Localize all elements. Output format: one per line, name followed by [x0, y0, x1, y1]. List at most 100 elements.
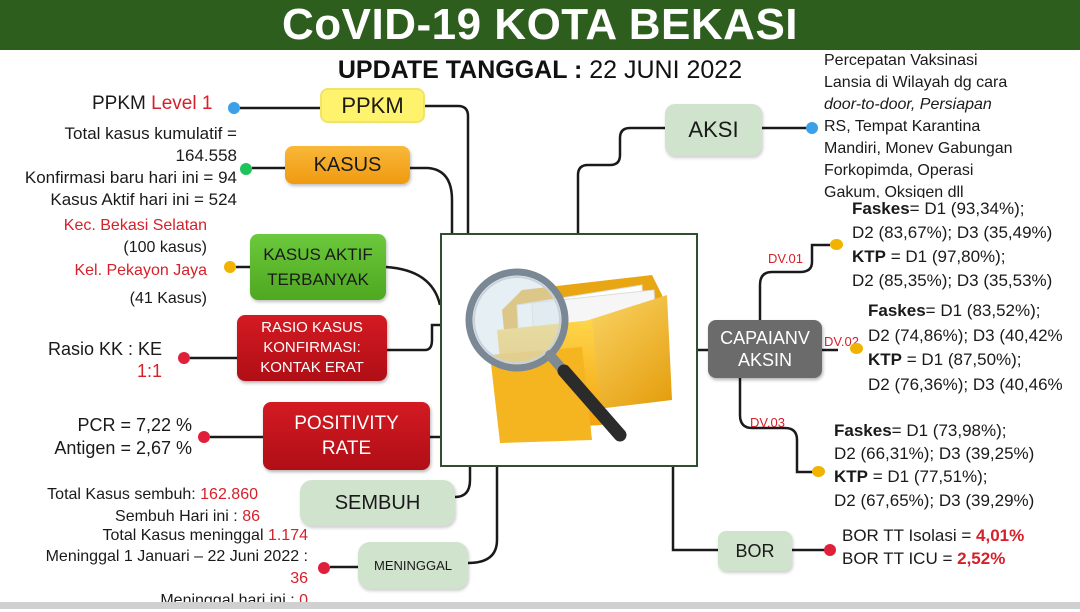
- bor-icu-label: BOR TT ICU =: [842, 549, 953, 568]
- sembuh-total: Total Kasus sembuh: 162.860: [47, 484, 258, 506]
- sembuh-node-label: SEMBUH: [334, 491, 421, 514]
- magnifier-icon: [465, 268, 627, 442]
- capaian-node-line2: AKSIN: [737, 350, 793, 370]
- kasus-line-3: Konfirmasi baru hari ini = 94: [24, 168, 237, 187]
- update-label: UPDATE TANGGAL :: [337, 56, 583, 84]
- capaian-node: CAPAIANV AKSIN: [708, 320, 822, 378]
- dv03-ktp-label: KTP: [834, 467, 868, 486]
- pcr-value: PCR = 7,22 %: [77, 415, 192, 435]
- bor-node-label: BOR: [735, 540, 775, 561]
- bor-isolasi-value: 4,01%: [976, 526, 1025, 545]
- dv01-faskes-label: Faskes: [852, 199, 910, 218]
- rasio-value: 1:1: [136, 361, 162, 381]
- aksi-line-7: Gakum, Oksigen dll: [824, 184, 964, 198]
- aksi-line-1: Percepatan Vaksinasi: [824, 52, 978, 69]
- meninggal-dot: [318, 562, 330, 574]
- bor-node: BOR: [718, 531, 792, 571]
- dv03-faskes-label: Faskes: [834, 421, 892, 440]
- rasio-dot: [178, 352, 190, 364]
- meninggal-today-value: 0: [299, 592, 308, 609]
- dv03-dot: [812, 466, 825, 477]
- bor-isolasi-label: BOR TT Isolasi =: [842, 526, 972, 545]
- aksi-node: AKSI: [665, 104, 762, 156]
- center-image-frame: [440, 233, 698, 467]
- bor-dot: [824, 544, 836, 556]
- aksi-line-2: Lansia di Wilayah dg cara: [824, 74, 1008, 91]
- aksi-node-label: AKSI: [688, 117, 739, 142]
- kasus-aktif-node-line1: KASUS AKTIF: [263, 245, 373, 264]
- dv02-ktp-label: KTP: [868, 350, 902, 369]
- dv02-faskes-value1: = D1 (83,52%);: [925, 301, 1041, 320]
- meninggal-node-label: MENINGGAL: [373, 558, 452, 573]
- dv01-ktp-label: KTP: [852, 247, 886, 266]
- bor-icu-value: 2,52%: [957, 549, 1006, 568]
- kasus-dot: [240, 163, 252, 175]
- aksi-dot: [806, 122, 818, 134]
- bottom-divider: [0, 602, 1080, 609]
- dv01-faskes-value1: = D1 (93,34%);: [909, 199, 1025, 218]
- dv03-faskes-value1: = D1 (73,98%);: [891, 421, 1007, 440]
- dv03-faskes-2: D2 (66,31%); D3 (39,25%): [834, 444, 1035, 463]
- kasus-node: KASUS: [285, 146, 410, 184]
- rasio-node-line2: KONFIRMASI:: [263, 339, 361, 356]
- dv02-dot: [850, 343, 863, 354]
- bor-icu: BOR TT ICU = 2,52%: [842, 548, 1005, 570]
- meninggal-total: Total Kasus meninggal 1.174: [103, 525, 308, 547]
- meninggal-total-value: 1.174: [267, 527, 308, 544]
- dv01-faskes-1: Faskes= D1 (93,34%);: [852, 198, 1024, 220]
- dv03-ktp-2: D2 (67,65%); D3 (39,29%): [834, 491, 1035, 510]
- sembuh-total-label: Total Kasus sembuh:: [47, 486, 196, 503]
- kec-name: Kec. Bekasi Selatan: [63, 217, 207, 234]
- ppkm-dot: [228, 102, 240, 114]
- kec-count: (100 kasus): [123, 239, 207, 256]
- aksi-line-3: door-to-door, Persiapan: [824, 96, 992, 113]
- folder-magnifier-illustration: [465, 268, 672, 443]
- kasus-aktif-dot: [224, 261, 236, 273]
- update-date: UPDATE TANGGAL : 22 JUNI 2022: [0, 56, 1080, 85]
- aksi-line-6: Forkopimda, Operasi: [824, 162, 974, 179]
- ppkm-status: PPKM Level 1: [92, 93, 212, 115]
- dv01-ktp-value1: = D1 (97,80%);: [886, 247, 1006, 266]
- positivity-node-line2: RATE: [321, 438, 372, 459]
- sembuh-today-label: Sembuh Hari ini :: [115, 508, 238, 525]
- kasus-aktif-node: KASUS AKTIF TERBANYAK: [250, 234, 386, 300]
- dv02-ktp-value1: = D1 (87,50%);: [902, 350, 1022, 369]
- kasus-node-label: KASUS: [313, 153, 382, 176]
- rasio-node-line3: KONTAK ERAT: [260, 359, 364, 376]
- dv03-tag: DV.03: [750, 415, 785, 430]
- bor-isolasi: BOR TT Isolasi = 4,01%: [842, 525, 1024, 547]
- dv03-faskes-1: Faskes= D1 (73,98%);: [834, 420, 1006, 442]
- header-banner: CoVID-19 KOTA BEKASI: [0, 0, 1080, 50]
- dv02-faskes-1: Faskes= D1 (83,52%);: [868, 300, 1040, 322]
- dv03-ktp-1: KTP = D1 (77,51%);: [834, 466, 988, 488]
- aksi-line-5: Mandiri, Monev Gabungan: [824, 140, 1013, 157]
- antigen-value: Antigen = 2,67 %: [54, 438, 192, 458]
- rasio-node: RASIO KASUS KONFIRMASI: KONTAK ERAT: [237, 315, 387, 381]
- kel-name: Kel. Pekayon Jaya: [74, 262, 207, 279]
- dv02-faskes-2: D2 (74,86%); D3 (40,42%: [868, 326, 1063, 345]
- kasus-line-2: 164.558: [175, 146, 237, 165]
- dv02-ktp-1: KTP = D1 (87,50%);: [868, 349, 1022, 371]
- ppkm-node: PPKM: [320, 88, 425, 123]
- meninggal-node: MENINGGAL: [358, 542, 468, 589]
- dv02-faskes-label: Faskes: [868, 301, 926, 320]
- sembuh-total-value: 162.860: [200, 486, 258, 503]
- kasus-line-1: Total kasus kumulatif =: [64, 124, 237, 143]
- dv03-ktp-value1: = D1 (77,51%);: [868, 467, 988, 486]
- positivity-node-line1: POSITIVITY: [294, 413, 399, 434]
- rasio-node-line1: RASIO KASUS: [261, 319, 363, 336]
- aksi-line-4: RS, Tempat Karantina: [824, 118, 981, 135]
- dv01-dot: [830, 239, 843, 250]
- meninggal-range-label: Meninggal 1 Januari – 22 Juni 2022 :: [45, 548, 308, 565]
- ppkm-node-label: PPKM: [341, 92, 404, 118]
- dv02-ktp-2: D2 (76,36%); D3 (40,46%: [868, 375, 1063, 394]
- kasus-aktif-node-line2: TERBANYAK: [267, 270, 369, 289]
- kasus-line-4: Kasus Aktif hari ini = 524: [50, 190, 237, 209]
- meninggal-range-value: 36: [290, 570, 308, 587]
- dv01-tag: DV.01: [768, 251, 803, 266]
- ppkm-level: Level 1: [151, 93, 213, 114]
- sembuh-node: SEMBUH: [300, 480, 455, 526]
- update-value: 22 JUNI 2022: [589, 56, 743, 84]
- meninggal-total-label: Total Kasus meninggal: [102, 527, 264, 544]
